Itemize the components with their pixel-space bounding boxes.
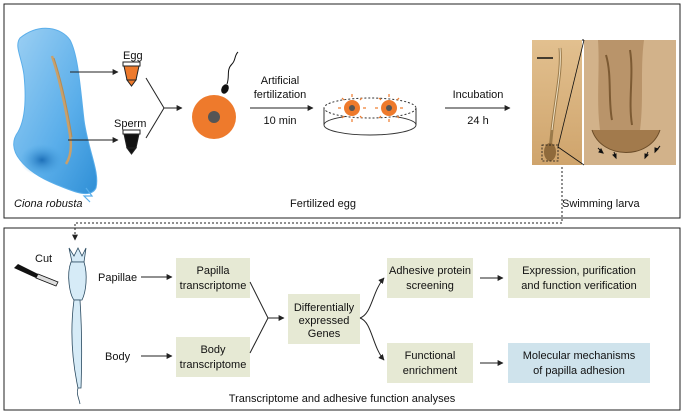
incubation-label: Incubation <box>453 89 504 101</box>
egg-label: Egg <box>123 50 143 62</box>
sperm-tube <box>68 129 141 155</box>
top-panel <box>3 3 681 219</box>
larva-sketch <box>68 247 87 405</box>
body-transcriptome-line1: Body <box>200 344 226 356</box>
dish-embryo-2 <box>375 94 403 122</box>
papilla-transcriptome-line2: transcriptome <box>180 280 247 292</box>
larva-zoom-micrograph <box>557 39 676 166</box>
cut-label: Cut <box>35 253 52 265</box>
molecular-mechanisms-line1: Molecular mechanisms <box>523 350 636 362</box>
adhesive-screening-box <box>387 258 473 298</box>
bottom-caption: Transcriptome and adhesive function anal… <box>229 393 456 405</box>
fertilized-egg <box>192 51 239 139</box>
fertilization-label-1: Artificial <box>261 75 300 87</box>
dotted-connector <box>72 167 563 241</box>
fertilized-egg-label: Fertilized egg <box>290 198 356 210</box>
functional-enrichment-box <box>387 343 473 383</box>
deg-line2: expressed <box>299 315 350 327</box>
egg-tube <box>70 61 141 87</box>
dish-embryo-1 <box>338 94 366 122</box>
body-label: Body <box>105 351 131 363</box>
incubation-time: 24 h <box>467 115 488 127</box>
papilla-markers <box>597 145 661 160</box>
species-label: Ciona robusta <box>14 198 83 210</box>
papilla-transcriptome-box <box>176 258 250 298</box>
petri-dish <box>323 94 417 136</box>
ciona-illustration <box>13 27 98 203</box>
adhesive-screening-line1: Adhesive protein <box>389 265 471 277</box>
fertilization-time: 10 min <box>263 115 296 127</box>
expression-verification-line2: and function verification <box>521 280 637 292</box>
papilla-transcriptome-line1: Papilla <box>196 265 230 277</box>
deg-box <box>288 294 360 344</box>
split-connector <box>359 277 385 361</box>
sperm-label: Sperm <box>114 118 146 130</box>
molecular-mechanisms-box <box>508 343 650 383</box>
adhesive-screening-line2: screening <box>406 280 454 292</box>
molecular-mechanisms-line2: of papilla adhesion <box>533 365 625 377</box>
expression-verification-box <box>508 258 650 298</box>
fertilization-label-2: fertilization <box>254 89 307 101</box>
larva-micrograph <box>532 40 582 165</box>
knife-icon <box>14 264 59 287</box>
deg-line3: Genes <box>308 328 341 340</box>
bottom-panel <box>3 227 681 411</box>
body-transcriptome-line2: transcriptome <box>180 359 247 371</box>
merge-deg-connector <box>249 281 285 354</box>
deg-line1: Differentially <box>294 302 355 314</box>
functional-enrichment-line1: Functional <box>405 350 456 362</box>
swimming-larva-label: Swimming larva <box>562 198 641 210</box>
merge-connector <box>145 77 183 139</box>
expression-verification-line1: Expression, purification <box>522 265 636 277</box>
functional-enrichment-line2: enrichment <box>403 365 457 377</box>
body-transcriptome-box <box>176 337 250 377</box>
papillae-label: Papillae <box>98 272 137 284</box>
